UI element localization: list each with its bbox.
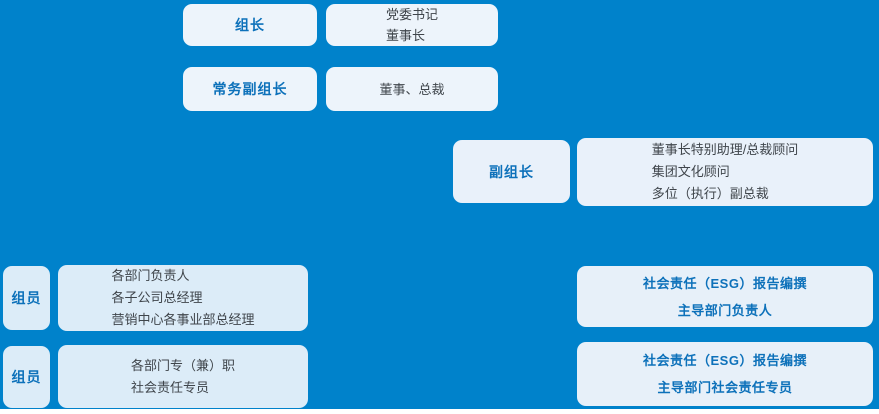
role-label-member-2: 组员 xyxy=(11,369,42,385)
holder-box-member-1: 各部门负责人 各子公司总经理 营销中心各事业部总经理 xyxy=(58,265,308,331)
holder-line: 各部门专（兼）职 xyxy=(130,357,235,373)
holder-box-deputy-leader: 董事长特别助理/总裁顾问 集团文化顾问 多位（执行）副总裁 xyxy=(577,138,873,206)
role-box-executive-deputy-leader: 常务副组长 xyxy=(183,67,317,111)
holder-line: 董事、总裁 xyxy=(379,81,445,97)
role-box-deputy-leader: 副组长 xyxy=(453,140,570,203)
esg-line: 主导部门社会责任专员 xyxy=(657,380,793,395)
holder-line: 社会责任专员 xyxy=(130,379,209,395)
holder-box-executive-deputy-leader: 董事、总裁 xyxy=(326,67,498,111)
role-label-deputy-leader: 副组长 xyxy=(489,163,534,180)
esg-box-lead-department-specialist: 社会责任（ESG）报告编撰 主导部门社会责任专员 xyxy=(577,342,873,406)
esg-lines-lead-department-head: 社会责任（ESG）报告编撰 主导部门负责人 xyxy=(643,270,807,324)
esg-box-lead-department-head: 社会责任（ESG）报告编撰 主导部门负责人 xyxy=(577,266,873,327)
holder-line: 多位（执行）副总裁 xyxy=(651,186,769,201)
holder-lines-member-2: 各部门专（兼）职 社会责任专员 xyxy=(131,355,235,399)
esg-line: 社会责任（ESG）报告编撰 xyxy=(643,353,807,368)
esg-line: 主导部门负责人 xyxy=(677,302,773,318)
role-label-leader: 组长 xyxy=(235,17,265,33)
holder-line: 各部门负责人 xyxy=(111,268,190,283)
holder-box-leader: 党委书记 董事长 xyxy=(326,4,498,46)
holder-line: 各子公司总经理 xyxy=(111,290,203,305)
holder-box-member-2: 各部门专（兼）职 社会责任专员 xyxy=(58,345,308,408)
holder-lines-deputy-leader: 董事长特别助理/总裁顾问 集团文化顾问 多位（执行）副总裁 xyxy=(652,139,799,205)
holder-line: 党委书记 xyxy=(385,7,438,22)
role-box-member-1: 组员 xyxy=(3,266,50,330)
holder-lines-member-1: 各部门负责人 各子公司总经理 营销中心各事业部总经理 xyxy=(111,265,254,331)
holder-line: 集团文化顾问 xyxy=(651,164,730,179)
role-label-member-1: 组员 xyxy=(11,290,42,306)
role-label-executive-deputy-leader: 常务副组长 xyxy=(212,81,288,97)
holder-lines-leader: 党委书记 董事长 xyxy=(386,4,438,46)
holder-line: 董事长 xyxy=(385,28,425,43)
holder-lines-executive-deputy-leader: 董事、总裁 xyxy=(379,79,444,100)
role-box-member-2: 组员 xyxy=(3,346,50,408)
holder-line: 营销中心各事业部总经理 xyxy=(111,312,255,327)
esg-line: 社会责任（ESG）报告编撰 xyxy=(643,275,807,291)
holder-line: 董事长特别助理/总裁顾问 xyxy=(651,142,799,157)
role-box-leader: 组长 xyxy=(183,4,317,46)
esg-lines-lead-department-specialist: 社会责任（ESG）报告编撰 主导部门社会责任专员 xyxy=(643,347,807,401)
